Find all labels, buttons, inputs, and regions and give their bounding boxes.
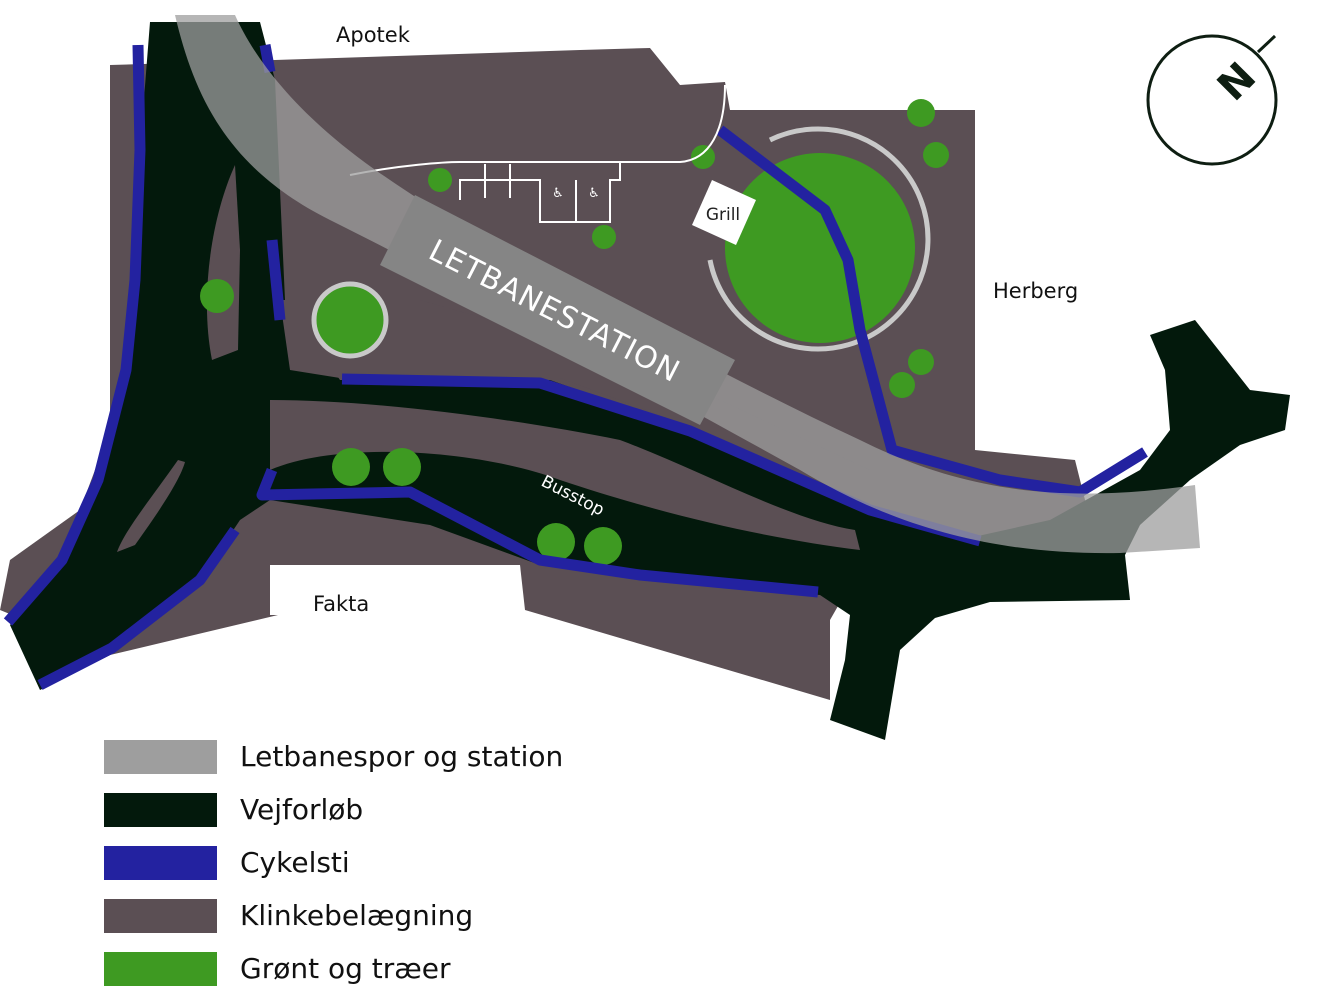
tree-icon	[923, 142, 949, 168]
tree-icon	[691, 145, 715, 169]
tree-icon	[889, 372, 915, 398]
wheelchair-icon: ♿ ♿	[552, 186, 600, 201]
tree-icon	[332, 448, 370, 486]
svg-text:♿: ♿	[588, 186, 600, 201]
tree-icon	[200, 279, 234, 313]
tree-icon	[907, 99, 935, 127]
legend-swatch	[104, 793, 217, 827]
tree-icon	[584, 527, 622, 565]
legend-label: Letbanespor og station	[240, 740, 564, 773]
svg-text:♿: ♿	[552, 186, 564, 201]
north-arrow-icon: N	[1146, 34, 1278, 166]
apotek-label: Apotek	[336, 23, 411, 47]
tree-icon	[592, 225, 616, 249]
tree-icon	[908, 349, 934, 375]
legend-swatch	[104, 846, 217, 880]
legend-swatch	[104, 740, 217, 774]
legend-swatch	[104, 899, 217, 933]
tree-icon	[383, 448, 421, 486]
tree-icon	[537, 523, 575, 561]
parking-lines	[349, 84, 726, 223]
legend-label: Klinkebelægning	[240, 899, 474, 932]
road-network	[10, 22, 1290, 740]
legend-label: Cykelsti	[240, 846, 350, 879]
green-areas	[311, 126, 931, 359]
grill-label: Grill	[706, 205, 740, 225]
herberg-label: Herberg	[993, 279, 1078, 303]
legend-swatch	[104, 952, 217, 986]
legend-label: Vejforløb	[240, 793, 364, 826]
legend-label: Grønt og træer	[240, 952, 451, 985]
tree-icon	[428, 168, 452, 192]
grill-box: Grill	[692, 180, 756, 245]
fakta-label: Fakta	[313, 592, 369, 616]
building-cutouts	[270, 565, 522, 615]
north-letter: N	[1209, 54, 1265, 110]
trees	[200, 99, 949, 565]
